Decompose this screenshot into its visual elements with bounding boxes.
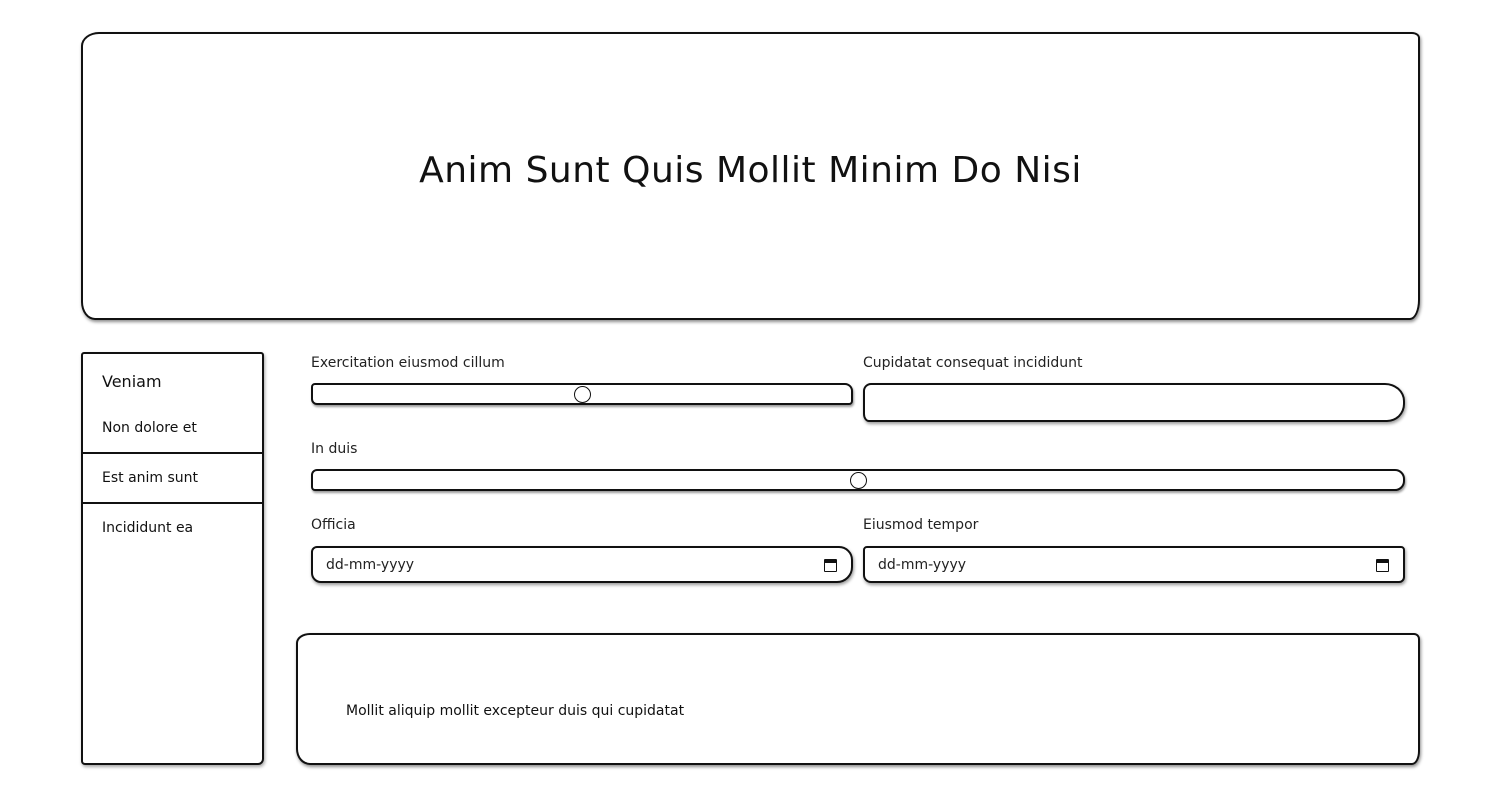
sidebar-item-label: Non dolore et [102,420,197,436]
text1-label: Cupidatat consequat incididunt [863,355,1083,371]
footer-text: Mollit aliquip mollit excepteur duis qui… [346,703,685,719]
exercitation-slider[interactable] [311,383,853,405]
date2-label: Eiusmod tempor [863,517,979,533]
officia-date-input[interactable]: dd-mm-yyyy [311,546,853,583]
date1-label: Officia [311,517,356,533]
calendar-icon[interactable] [824,559,837,572]
sidebar-item-est-anim-sunt[interactable]: Est anim sunt [83,454,262,504]
sidebar-item-label: Incididunt ea [102,520,194,536]
date-placeholder: dd-mm-yyyy [878,556,967,573]
eiusmod-date-input[interactable]: dd-mm-yyyy [863,546,1405,583]
sidebar-heading: Veniam [102,372,162,391]
slider2-label: In duis [311,441,358,457]
slider-thumb[interactable] [574,386,591,403]
hero-banner: Anim Sunt Quis Mollit Minim Do Nisi [81,32,1420,320]
calendar-icon[interactable] [1376,559,1389,572]
sidebar: Veniam Non dolore et Est anim sunt Incid… [81,352,264,765]
sidebar-item-incididunt-ea[interactable]: Incididunt ea [83,504,262,554]
sidebar-item-non-dolore-et[interactable]: Non dolore et [83,404,262,454]
date-placeholder: dd-mm-yyyy [326,556,415,573]
sidebar-item-label: Est anim sunt [102,470,199,486]
slider1-label: Exercitation eiusmod cillum [311,355,505,371]
in-duis-slider[interactable] [311,469,1405,491]
footer-panel: Mollit aliquip mollit excepteur duis qui… [296,633,1420,765]
page-title: Anim Sunt Quis Mollit Minim Do Nisi [419,149,1082,191]
cupidatat-input[interactable] [863,383,1405,422]
slider-thumb[interactable] [850,472,867,489]
